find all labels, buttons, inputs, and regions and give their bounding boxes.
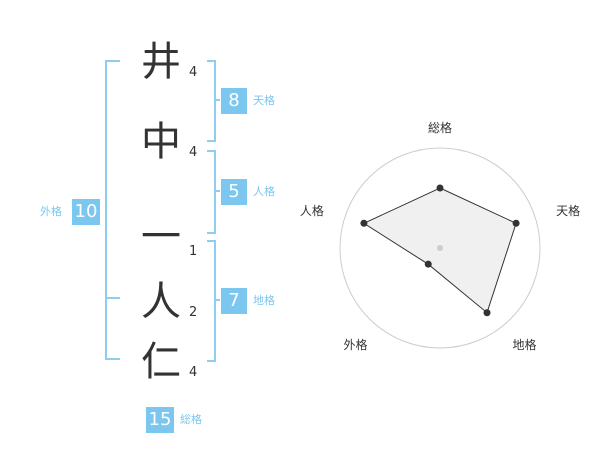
radar-axis-label: 外格 [343, 337, 367, 352]
stroke-count-3: 1 [189, 244, 198, 259]
radar-point [360, 219, 368, 227]
name-char-5: 仁 [141, 339, 181, 385]
chikaku-bracket [207, 240, 216, 362]
stroke-count-2: 4 [189, 145, 198, 160]
jinkaku-value: 5 [221, 179, 247, 205]
gaikaku-value: 10 [72, 199, 100, 225]
jinkaku-bracket [207, 150, 216, 234]
gaikaku-label: 外格 [40, 205, 62, 218]
radar-point [483, 309, 491, 317]
radar-point [436, 184, 444, 192]
name-char-4: 人 [141, 279, 181, 325]
tenkaku-bracket [207, 60, 216, 142]
chikaku-bracket-tick [214, 299, 220, 301]
gaikaku-bracket-divider [107, 297, 120, 299]
radar-axis-label: 人格 [300, 203, 324, 218]
tenkaku-bracket-tick [214, 99, 220, 101]
chikaku-label: 地格 [253, 294, 275, 307]
radar-point [512, 219, 520, 227]
radar-center [437, 245, 443, 251]
soukaku-value: 15 [146, 407, 174, 433]
jinkaku-label: 人格 [253, 185, 275, 198]
radar-point [424, 260, 432, 268]
stroke-count-4: 2 [189, 305, 198, 320]
name-char-3: 一 [141, 214, 181, 260]
tenkaku-label: 天格 [253, 94, 275, 107]
chikaku-value: 7 [221, 288, 247, 314]
name-char-2: 中 [141, 119, 181, 165]
name-char-1: 井 [141, 39, 181, 85]
tenkaku-value: 8 [221, 88, 247, 114]
stroke-count-1: 4 [189, 65, 198, 80]
stroke-count-5: 4 [189, 365, 198, 380]
radar-axis-label: 天格 [556, 203, 580, 218]
radar-axis-label: 地格 [513, 337, 537, 352]
radar-axis-label: 総格 [428, 120, 452, 135]
soukaku-label: 総格 [180, 413, 202, 426]
gaikaku-bracket [105, 60, 120, 360]
jinkaku-bracket-tick [214, 190, 220, 192]
radar-points [360, 184, 520, 317]
